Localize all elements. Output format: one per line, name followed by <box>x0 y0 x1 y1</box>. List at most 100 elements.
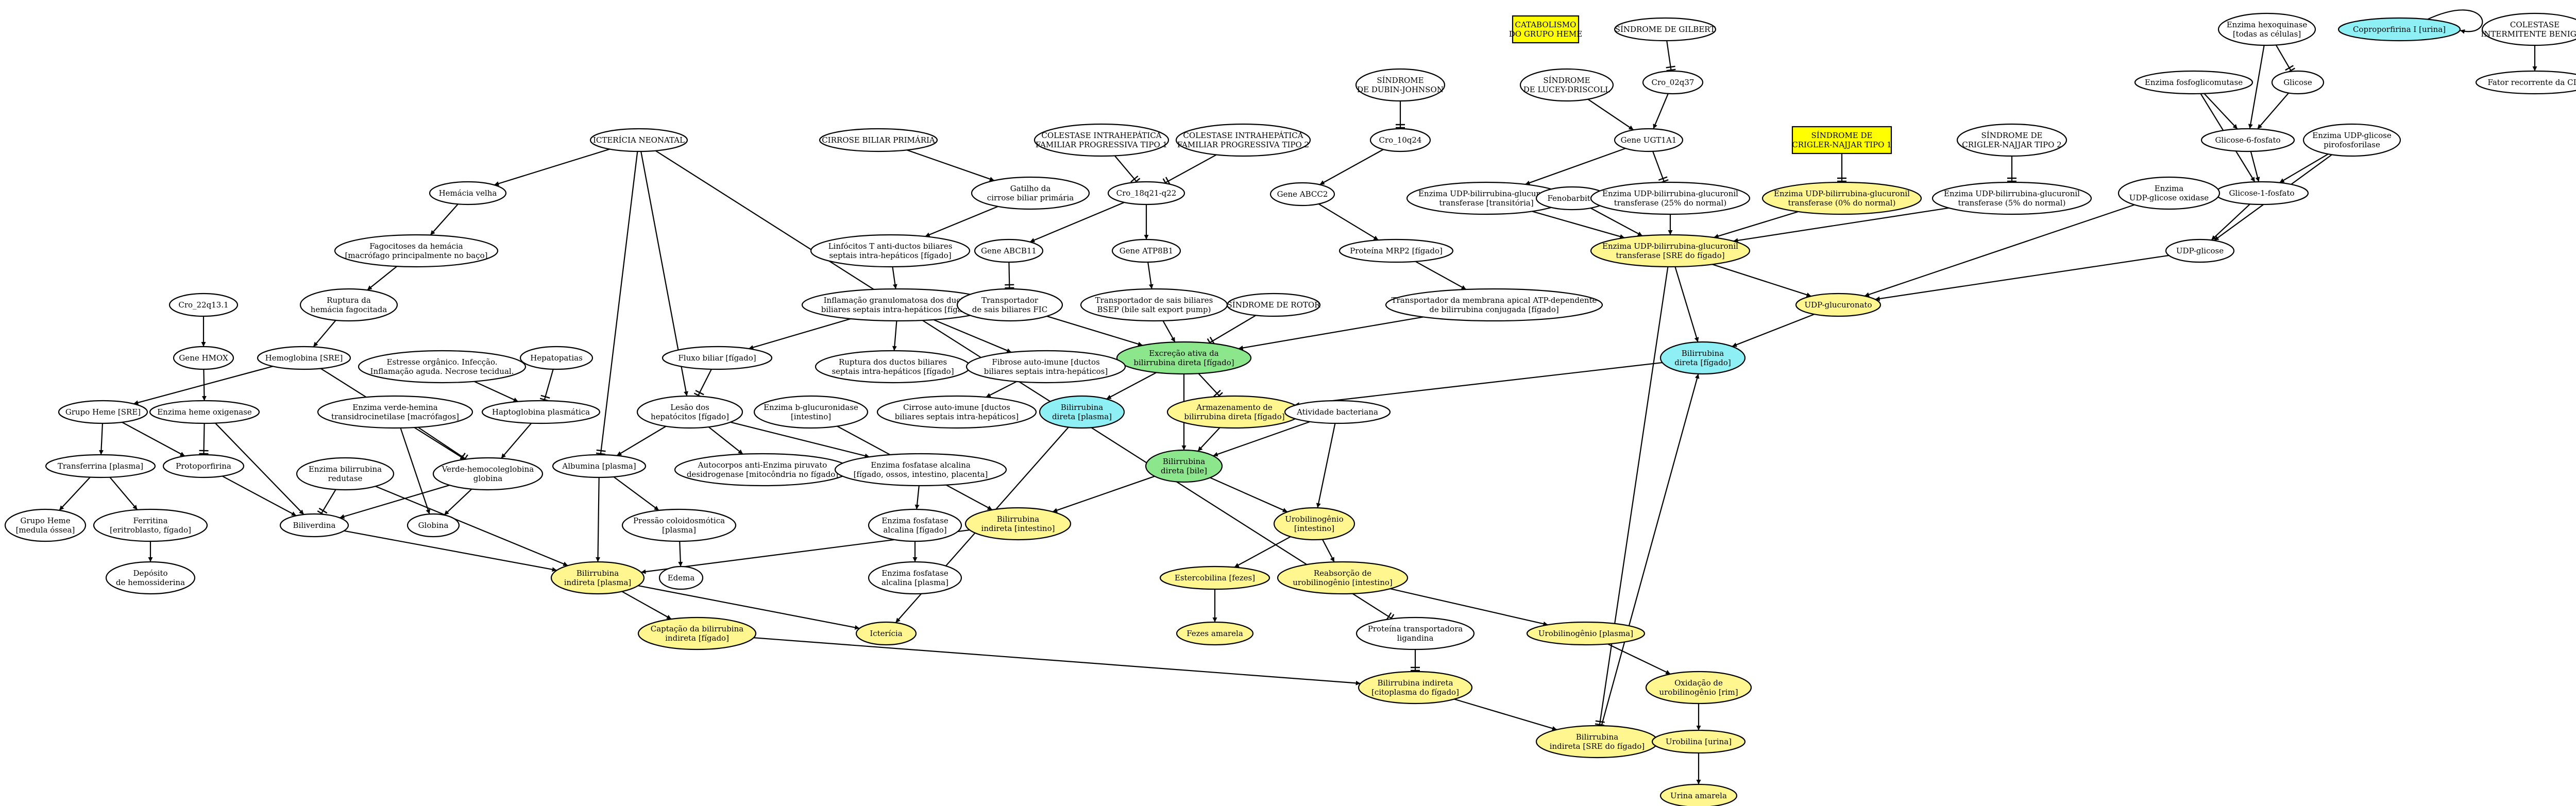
node-cirrose-biliar-primaria: CIRROSE BILIAR PRIMÁRIA <box>819 128 938 152</box>
edge-udpgluc-to-bdfig <box>1732 314 1815 347</box>
node-ellipse <box>432 457 544 491</box>
node-label: cirrose biliar primária <box>987 193 1074 202</box>
node-label: Enzima <box>2155 184 2184 193</box>
node-box <box>1791 126 1892 155</box>
edge-ugtsre-to-udpgluc <box>1712 264 1811 297</box>
node-fenobarbital: Fenobarbital <box>1535 186 1609 211</box>
node-label: Urobilinogênio <box>1285 515 1344 524</box>
node-label: Ruptura dos ductos biliares <box>839 357 947 367</box>
node-label: CRIGLER-NAJJAR TIPO 1 <box>1792 140 1891 149</box>
node-ellipse <box>1590 181 1751 215</box>
node-label: biliares septais intra-hepáticos] <box>984 367 1108 376</box>
node-label: Estercobilina [fezes] <box>1175 573 1255 582</box>
edge-inhibit-bar <box>540 395 550 399</box>
node-ellipse <box>1614 128 1684 152</box>
edge-biplas-to-captacao <box>621 591 672 620</box>
node-label: Cirrose auto-imune [ductos <box>903 403 1010 412</box>
node-label: INTERMITENTE BENIGNA <box>2481 29 2576 39</box>
node-label: Cro_10q24 <box>1379 135 1422 145</box>
node-label: alcalina [plasma] <box>882 578 948 587</box>
edge-ugtsre-to-bisre <box>1599 266 1669 726</box>
edge-hemeox-to-biliverd <box>215 422 304 515</box>
node-label: Enzima b-glucuronidase <box>764 403 858 412</box>
node-ellipse <box>2302 123 2401 157</box>
edge-verdeglob-to-globina <box>444 488 472 516</box>
node-ellipse <box>2117 176 2221 210</box>
node-ellipse <box>257 346 351 370</box>
node-label: Transferrina [plasma] <box>58 461 143 471</box>
node-label: Enzima fosfatase alcalina <box>871 460 971 470</box>
node-coproporfirina-i-urina: Coproporfirina I [urina] <box>2337 17 2461 42</box>
node-fagocitoses-da-hemacia-macrofago-principalmente-no-baco: Fagocitoses da hemácia[macrófago princip… <box>334 234 499 268</box>
node-inflamacao-granulomatosa-dos-ductos-biliares-septais-intra-hepaticos-figado: Inflamação granulomatosa dos ductosbilia… <box>801 288 995 322</box>
node-ellipse <box>956 288 1063 322</box>
edge-atp8-to-bsep <box>1147 262 1154 289</box>
node-ellipse <box>550 561 645 595</box>
node-label: direta [bile] <box>1161 466 1207 475</box>
node-sindrome-de-gilbert: SÍNDROME DE GILBERT <box>1614 17 1717 42</box>
edge-ativbac-to-bdbile <box>1213 421 1311 457</box>
node-udp-glucuronato: UDP-glucuronato <box>1795 293 1882 317</box>
node-label: biliares septais intra-hepáticos [fígado… <box>821 305 975 314</box>
edge-transfpl-to-ferritina <box>109 476 138 510</box>
node-label: direta [plasma] <box>1052 412 1112 421</box>
node-label: UDP-glicose <box>2176 246 2224 255</box>
node-ellipse <box>1033 123 1170 157</box>
node-ellipse <box>481 400 601 424</box>
node-ellipse <box>1355 68 1446 102</box>
node-ellipse <box>2165 238 2235 263</box>
node-ellipse <box>1645 671 1752 705</box>
node-enzima-udp-bilirrubina-glucuronil-transferase-0-do-normal: Enzima UDP-bilirrubina-glucuroniltransfe… <box>1761 181 1922 215</box>
node-ellipse <box>1931 181 2092 215</box>
node-ellipse <box>519 346 594 370</box>
node-label: SÍNDROME <box>1543 76 1590 85</box>
node-label: de bilirrubina conjugada [fígado] <box>1429 305 1559 314</box>
node-ellipse <box>1145 449 1223 483</box>
node-ellipse <box>1795 293 1882 317</box>
node-label: Cro_22q13.1 <box>178 300 228 310</box>
node-label: de sais biliares FIC <box>972 305 1047 314</box>
node-label: FAMILIAR PROGRESSIVA TIPO 1 <box>1036 140 1167 149</box>
node-label: Enzima UDP-bilirrubina-glucuronil <box>1774 189 1910 198</box>
node-estercobilina-fezes: Estercobilina [fezes] <box>1159 565 1270 590</box>
node-label: DE LUCEY-DRISCOLL <box>1523 85 1611 94</box>
node-ellipse <box>658 565 704 590</box>
node-ellipse <box>4 508 87 542</box>
node-ellipse <box>855 621 917 646</box>
node-biliverdina: Biliverdina <box>279 513 349 538</box>
edge-pressao-to-edema <box>678 541 683 567</box>
node-ellipse <box>58 400 148 424</box>
node-ellipse <box>358 350 527 384</box>
edge-inhibit-bar <box>596 449 606 452</box>
node-label: Urina amarela <box>1670 791 1727 800</box>
node-label: Ruptura da <box>327 296 371 305</box>
edge-gatilho-to-linf <box>925 205 998 237</box>
node-label: Depósito <box>133 569 167 578</box>
edge-udpgp-to-g1f <box>2279 153 2329 183</box>
node-label: septais intra-hepáticos [fígado] <box>829 251 951 260</box>
edge-icter-to-ligand <box>655 150 1393 620</box>
node-label: Enzima verde-hemina <box>352 403 438 412</box>
edge-mrp2-to-transapic <box>1415 261 1467 290</box>
edge-g6f-to-g1f <box>2250 151 2260 182</box>
node-label: [intestino] <box>791 412 831 421</box>
node-label: Verde-hemocoleglobina <box>442 465 534 474</box>
node-label: Enzima UDP-bilirrubina-glucuronil <box>1602 242 1738 251</box>
node-ellipse <box>621 508 737 542</box>
node-label: Hemoglobina [SRE] <box>265 353 343 363</box>
node-label: Enzima UDP-bilirrubina-glucuronil <box>1602 189 1738 198</box>
node-label: SÍNDROME <box>1377 76 1423 85</box>
edge-bdfig-to-armaz <box>1294 362 1663 407</box>
edge-g1f-to-udpg <box>2211 203 2250 241</box>
node-label: Fibrose auto-imune [ductos <box>992 357 1099 367</box>
